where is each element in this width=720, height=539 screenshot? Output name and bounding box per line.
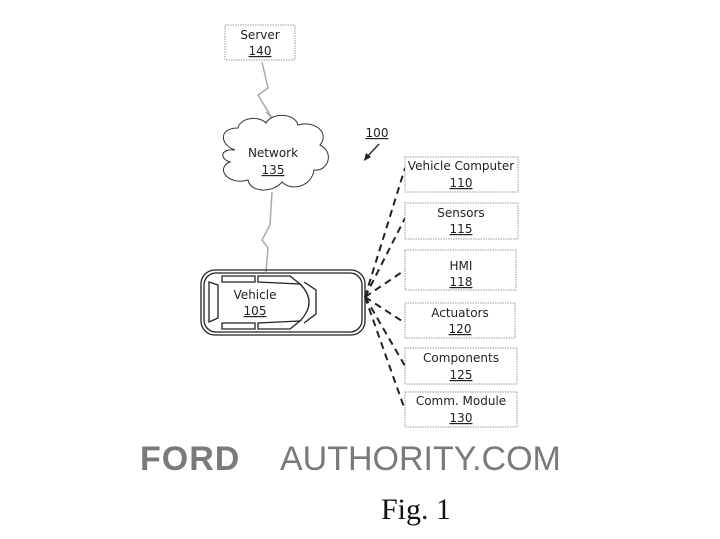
figure-caption: Fig. 1 xyxy=(381,493,451,526)
wireless-link-server-network xyxy=(256,61,273,119)
server-number: 140 xyxy=(249,44,272,58)
vehicle-number: 105 xyxy=(244,304,267,318)
network-cloud: Network 135 xyxy=(222,114,329,191)
component-hmi: HMI 118 xyxy=(404,249,517,291)
component-label: Vehicle Computer xyxy=(408,159,514,173)
component-number: 115 xyxy=(450,222,473,236)
vehicle-car-icon xyxy=(200,269,366,336)
vehicle-label: Vehicle xyxy=(234,288,277,302)
component-number: 130 xyxy=(450,411,473,425)
component-comm-module: Comm. Module 130 xyxy=(404,391,518,428)
server-label: Server xyxy=(240,28,279,42)
watermark-text: AUTHORITY.COM xyxy=(280,440,561,478)
component-sensors: Sensors 115 xyxy=(404,202,519,240)
component-actuators: Actuators 120 xyxy=(404,302,516,339)
ford-authority-watermark: FORD AUTHORITY.COM xyxy=(140,440,561,478)
component-label: Comm. Module xyxy=(416,394,506,408)
component-label: Sensors xyxy=(437,206,484,220)
network-number: 135 xyxy=(262,163,285,177)
reference-arrow-icon xyxy=(364,143,380,161)
component-label: Components xyxy=(423,351,499,365)
component-number: 120 xyxy=(449,322,472,336)
network-label: Network xyxy=(248,146,298,160)
watermark-brand: FORD xyxy=(140,440,240,478)
wireless-link-network-vehicle xyxy=(261,191,273,273)
component-number: 125 xyxy=(450,368,473,382)
component-label: Actuators xyxy=(431,306,489,320)
component-label: HMI xyxy=(450,259,473,273)
system-reference-number: 100 xyxy=(366,126,389,140)
component-number: 118 xyxy=(450,275,473,289)
component-number: 110 xyxy=(450,176,473,190)
server-box: Server 140 xyxy=(224,24,296,61)
connections xyxy=(364,167,406,411)
component-components: Components 125 xyxy=(404,347,518,385)
component-vehicle-computer: Vehicle Computer 110 xyxy=(404,156,519,193)
